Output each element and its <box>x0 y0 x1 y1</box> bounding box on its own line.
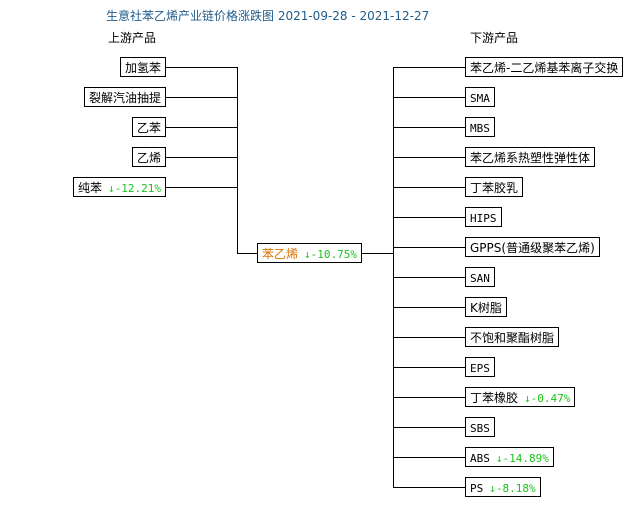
upstream-node: 乙苯 <box>132 117 167 137</box>
node-label: K树脂 <box>470 301 502 315</box>
price-change: ↓-12.21% <box>108 182 161 195</box>
downstream-node: K树脂 <box>465 297 507 317</box>
downstream-node: ABS ↓-14.89% <box>465 447 554 467</box>
price-change: ↓-10.75% <box>304 248 357 261</box>
downstream-node: GPPS(普通级聚苯乙烯) <box>465 237 600 257</box>
upstream-header: 上游产品 <box>108 31 157 45</box>
node-label: 纯苯 <box>78 181 103 195</box>
node-label: ABS <box>470 452 490 465</box>
node-label: 不饱和聚酯树脂 <box>470 331 555 345</box>
downstream-node: 丁苯橡胶 ↓-0.47% <box>465 387 576 407</box>
downstream-node: SAN <box>465 267 495 287</box>
node-label: SMA <box>470 92 490 105</box>
upstream-node: 裂解汽油抽提 <box>84 87 167 107</box>
upstream-node: 乙烯 <box>132 147 167 167</box>
downstream-node: 丁苯胶乳 <box>465 177 524 197</box>
price-change: ↓-0.47% <box>524 392 571 405</box>
node-label: 丁苯胶乳 <box>470 181 519 195</box>
upstream-node: 加氢苯 <box>120 57 167 77</box>
node-label: 丁苯橡胶 <box>470 391 519 405</box>
node-label: 加氢苯 <box>125 61 162 75</box>
downstream-node: EPS <box>465 357 495 377</box>
node-label: PS <box>470 482 484 495</box>
node-label: SAN <box>470 272 490 285</box>
node-label: 乙烯 <box>137 151 162 165</box>
downstream-node: PS ↓-8.18% <box>465 477 541 497</box>
downstream-header: 下游产品 <box>470 31 519 45</box>
node-label: MBS <box>470 122 490 135</box>
downstream-node: 苯乙烯-二乙烯基苯离子交换 <box>465 57 624 77</box>
node-label: HIPS <box>470 212 497 225</box>
node-label: 苯乙烯-二乙烯基苯离子交换 <box>470 61 619 75</box>
downstream-node: HIPS <box>465 207 502 227</box>
node-label: GPPS(普通级聚苯乙烯) <box>470 241 595 255</box>
node-label: 苯乙烯 <box>262 247 299 261</box>
price-change: ↓-8.18% <box>489 482 536 495</box>
upstream-node: 纯苯 ↓-12.21% <box>73 177 166 197</box>
center-node: 苯乙烯 ↓-10.75% <box>257 243 362 263</box>
node-label: EPS <box>470 362 490 375</box>
downstream-node: 不饱和聚酯树脂 <box>465 327 560 347</box>
downstream-node: MBS <box>465 117 495 137</box>
downstream-node: 苯乙烯系热塑性弹性体 <box>465 147 596 167</box>
node-label: 裂解汽油抽提 <box>89 91 162 105</box>
price-change: ↓-14.89% <box>495 452 549 465</box>
node-label: 乙苯 <box>137 121 162 135</box>
downstream-node: SMA <box>465 87 495 107</box>
page-title: 生意社苯乙烯产业链价格涨跌图 2021-09-28 - 2021-12-27 <box>106 9 430 23</box>
node-label: 苯乙烯系热塑性弹性体 <box>470 151 591 165</box>
downstream-node: SBS <box>465 417 495 437</box>
node-label: SBS <box>470 422 490 435</box>
